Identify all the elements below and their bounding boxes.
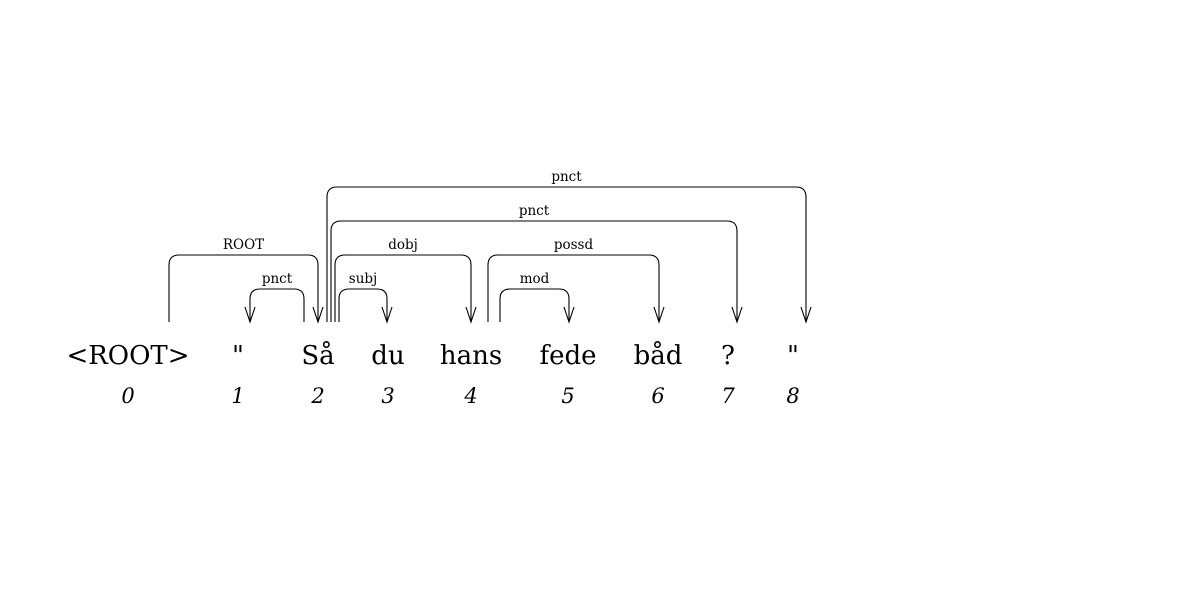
token-word: " <box>787 341 799 371</box>
arc-label: possd <box>554 237 594 253</box>
dependency-arc: pnct <box>244 271 305 324</box>
token-index: 7 <box>721 384 735 408</box>
token-word: <ROOT> <box>66 341 189 371</box>
arrowhead <box>312 306 324 324</box>
token-word: Så <box>301 340 334 371</box>
dependency-arc: ROOT <box>168 237 324 324</box>
token-index: 5 <box>561 384 574 408</box>
dependency-arc: possd <box>487 237 665 324</box>
arc-label: mod <box>520 271 550 287</box>
arcs-layer: ROOT pnct subj dobj pnct pnct possd mod <box>168 169 812 324</box>
arrowhead <box>465 306 477 324</box>
arc-label: dobj <box>388 237 418 253</box>
arc-label: subj <box>349 271 377 287</box>
arc-label: pnct <box>551 169 582 185</box>
token-word: hans <box>440 341 502 371</box>
dependency-arc: pnct <box>326 169 812 324</box>
arc-line <box>338 288 388 322</box>
token-word: " <box>232 341 244 371</box>
arc-line <box>487 254 660 322</box>
dependency-arc: pnct <box>330 203 743 324</box>
arrowhead <box>244 306 256 324</box>
token-index: 3 <box>381 384 394 408</box>
token-index: 4 <box>463 384 477 408</box>
arc-label: ROOT <box>223 237 264 253</box>
arc-line <box>499 288 570 322</box>
arc-line <box>326 186 807 322</box>
arrowhead <box>800 306 812 324</box>
token-word: ? <box>721 341 735 371</box>
token-index: 1 <box>231 384 244 408</box>
arc-label: pnct <box>262 271 293 287</box>
arc-line <box>249 288 305 322</box>
arrowhead <box>731 306 743 324</box>
dependency-arc: subj <box>338 271 393 324</box>
arrowhead <box>563 306 575 324</box>
dependency-arc: mod <box>499 271 575 324</box>
dependency-arc: dobj <box>334 237 477 324</box>
token-index: 2 <box>310 384 324 408</box>
token-word: fede <box>539 341 596 371</box>
arc-line <box>334 254 472 322</box>
token-word: båd <box>634 340 683 371</box>
arc-line <box>330 220 738 322</box>
arc-line <box>168 254 319 322</box>
arc-label: pnct <box>519 203 550 219</box>
token-index: 6 <box>651 384 664 408</box>
arrowhead <box>653 306 665 324</box>
arrowhead <box>381 306 393 324</box>
token-index: 0 <box>121 384 134 408</box>
tokens-layer: <ROOT> 0 " 1 Så 2 du 3 hans 4 fede 5 båd 6? 7 " 8 <box>66 340 799 408</box>
token-word: du <box>371 341 404 371</box>
token-index: 8 <box>786 384 799 408</box>
